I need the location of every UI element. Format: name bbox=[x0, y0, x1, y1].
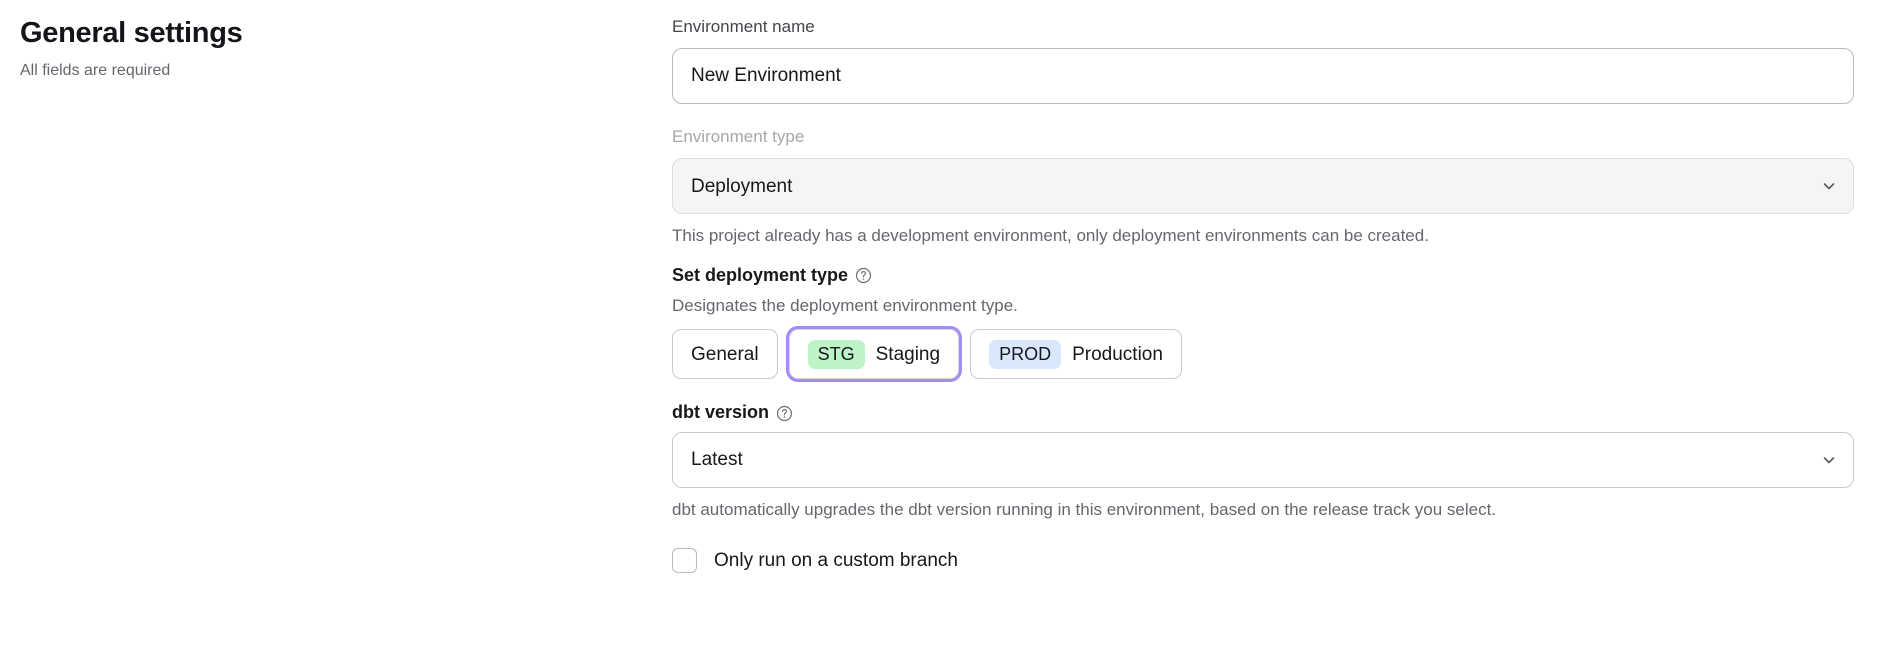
help-circle-icon[interactable] bbox=[776, 405, 793, 422]
environment-type-label: Environment type bbox=[672, 127, 805, 147]
environment-name-label: Environment name bbox=[672, 17, 815, 36]
environment-name-input[interactable] bbox=[672, 48, 1854, 105]
deployment-type-option-staging[interactable]: STG Staging bbox=[788, 329, 960, 380]
deployment-type-label-row: Set deployment type bbox=[672, 264, 872, 287]
settings-intro-column: General settings All fields are required bbox=[0, 0, 672, 82]
deployment-type-label: Set deployment type bbox=[672, 265, 849, 286]
dbt-version-label-row: dbt version bbox=[672, 401, 793, 424]
staging-badge: STG bbox=[807, 339, 865, 369]
deployment-type-field: Set deployment type Designates the deplo… bbox=[672, 264, 1854, 380]
environment-type-value: Deployment bbox=[691, 175, 793, 197]
dbt-version-select[interactable]: Latest bbox=[672, 431, 1854, 488]
deployment-type-option-production[interactable]: PROD Production bbox=[970, 329, 1182, 380]
dbt-version-label: dbt version bbox=[672, 402, 770, 423]
environment-type-select: Deployment bbox=[672, 158, 1854, 215]
custom-branch-label[interactable]: Only run on a custom branch bbox=[714, 549, 958, 571]
environment-name-field: Environment name bbox=[672, 16, 1854, 105]
chevron-down-icon bbox=[1821, 452, 1837, 468]
deployment-type-helper-text: Designates the deployment environment ty… bbox=[672, 295, 1018, 315]
deployment-type-button-group: General STG Staging PROD Production bbox=[672, 329, 1854, 380]
page-subtitle: All fields are required bbox=[20, 61, 171, 79]
page-title: General settings bbox=[20, 17, 243, 49]
deployment-type-option-general[interactable]: General bbox=[672, 329, 778, 380]
deployment-type-option-general-label: General bbox=[691, 343, 759, 365]
custom-branch-checkbox[interactable] bbox=[672, 547, 697, 573]
environment-type-helper-text: This project already has a development e… bbox=[672, 226, 1429, 246]
chevron-down-icon bbox=[1821, 178, 1837, 194]
help-circle-icon[interactable] bbox=[855, 267, 872, 284]
production-badge: PROD bbox=[989, 339, 1062, 369]
environment-type-field: Environment type Deployment This project… bbox=[672, 126, 1854, 248]
dbt-version-field: dbt version Latest dbt automatica bbox=[672, 401, 1854, 521]
dbt-version-helper-text: dbt automatically upgrades the dbt versi… bbox=[672, 499, 1497, 519]
deployment-type-option-production-label: Production bbox=[1072, 343, 1163, 365]
custom-branch-field: Only run on a custom branch bbox=[672, 547, 1854, 573]
deployment-type-option-staging-label: Staging bbox=[875, 343, 941, 365]
general-settings-form: Environment name Environment type Deploy… bbox=[672, 0, 1888, 573]
dbt-version-value: Latest bbox=[691, 449, 743, 471]
